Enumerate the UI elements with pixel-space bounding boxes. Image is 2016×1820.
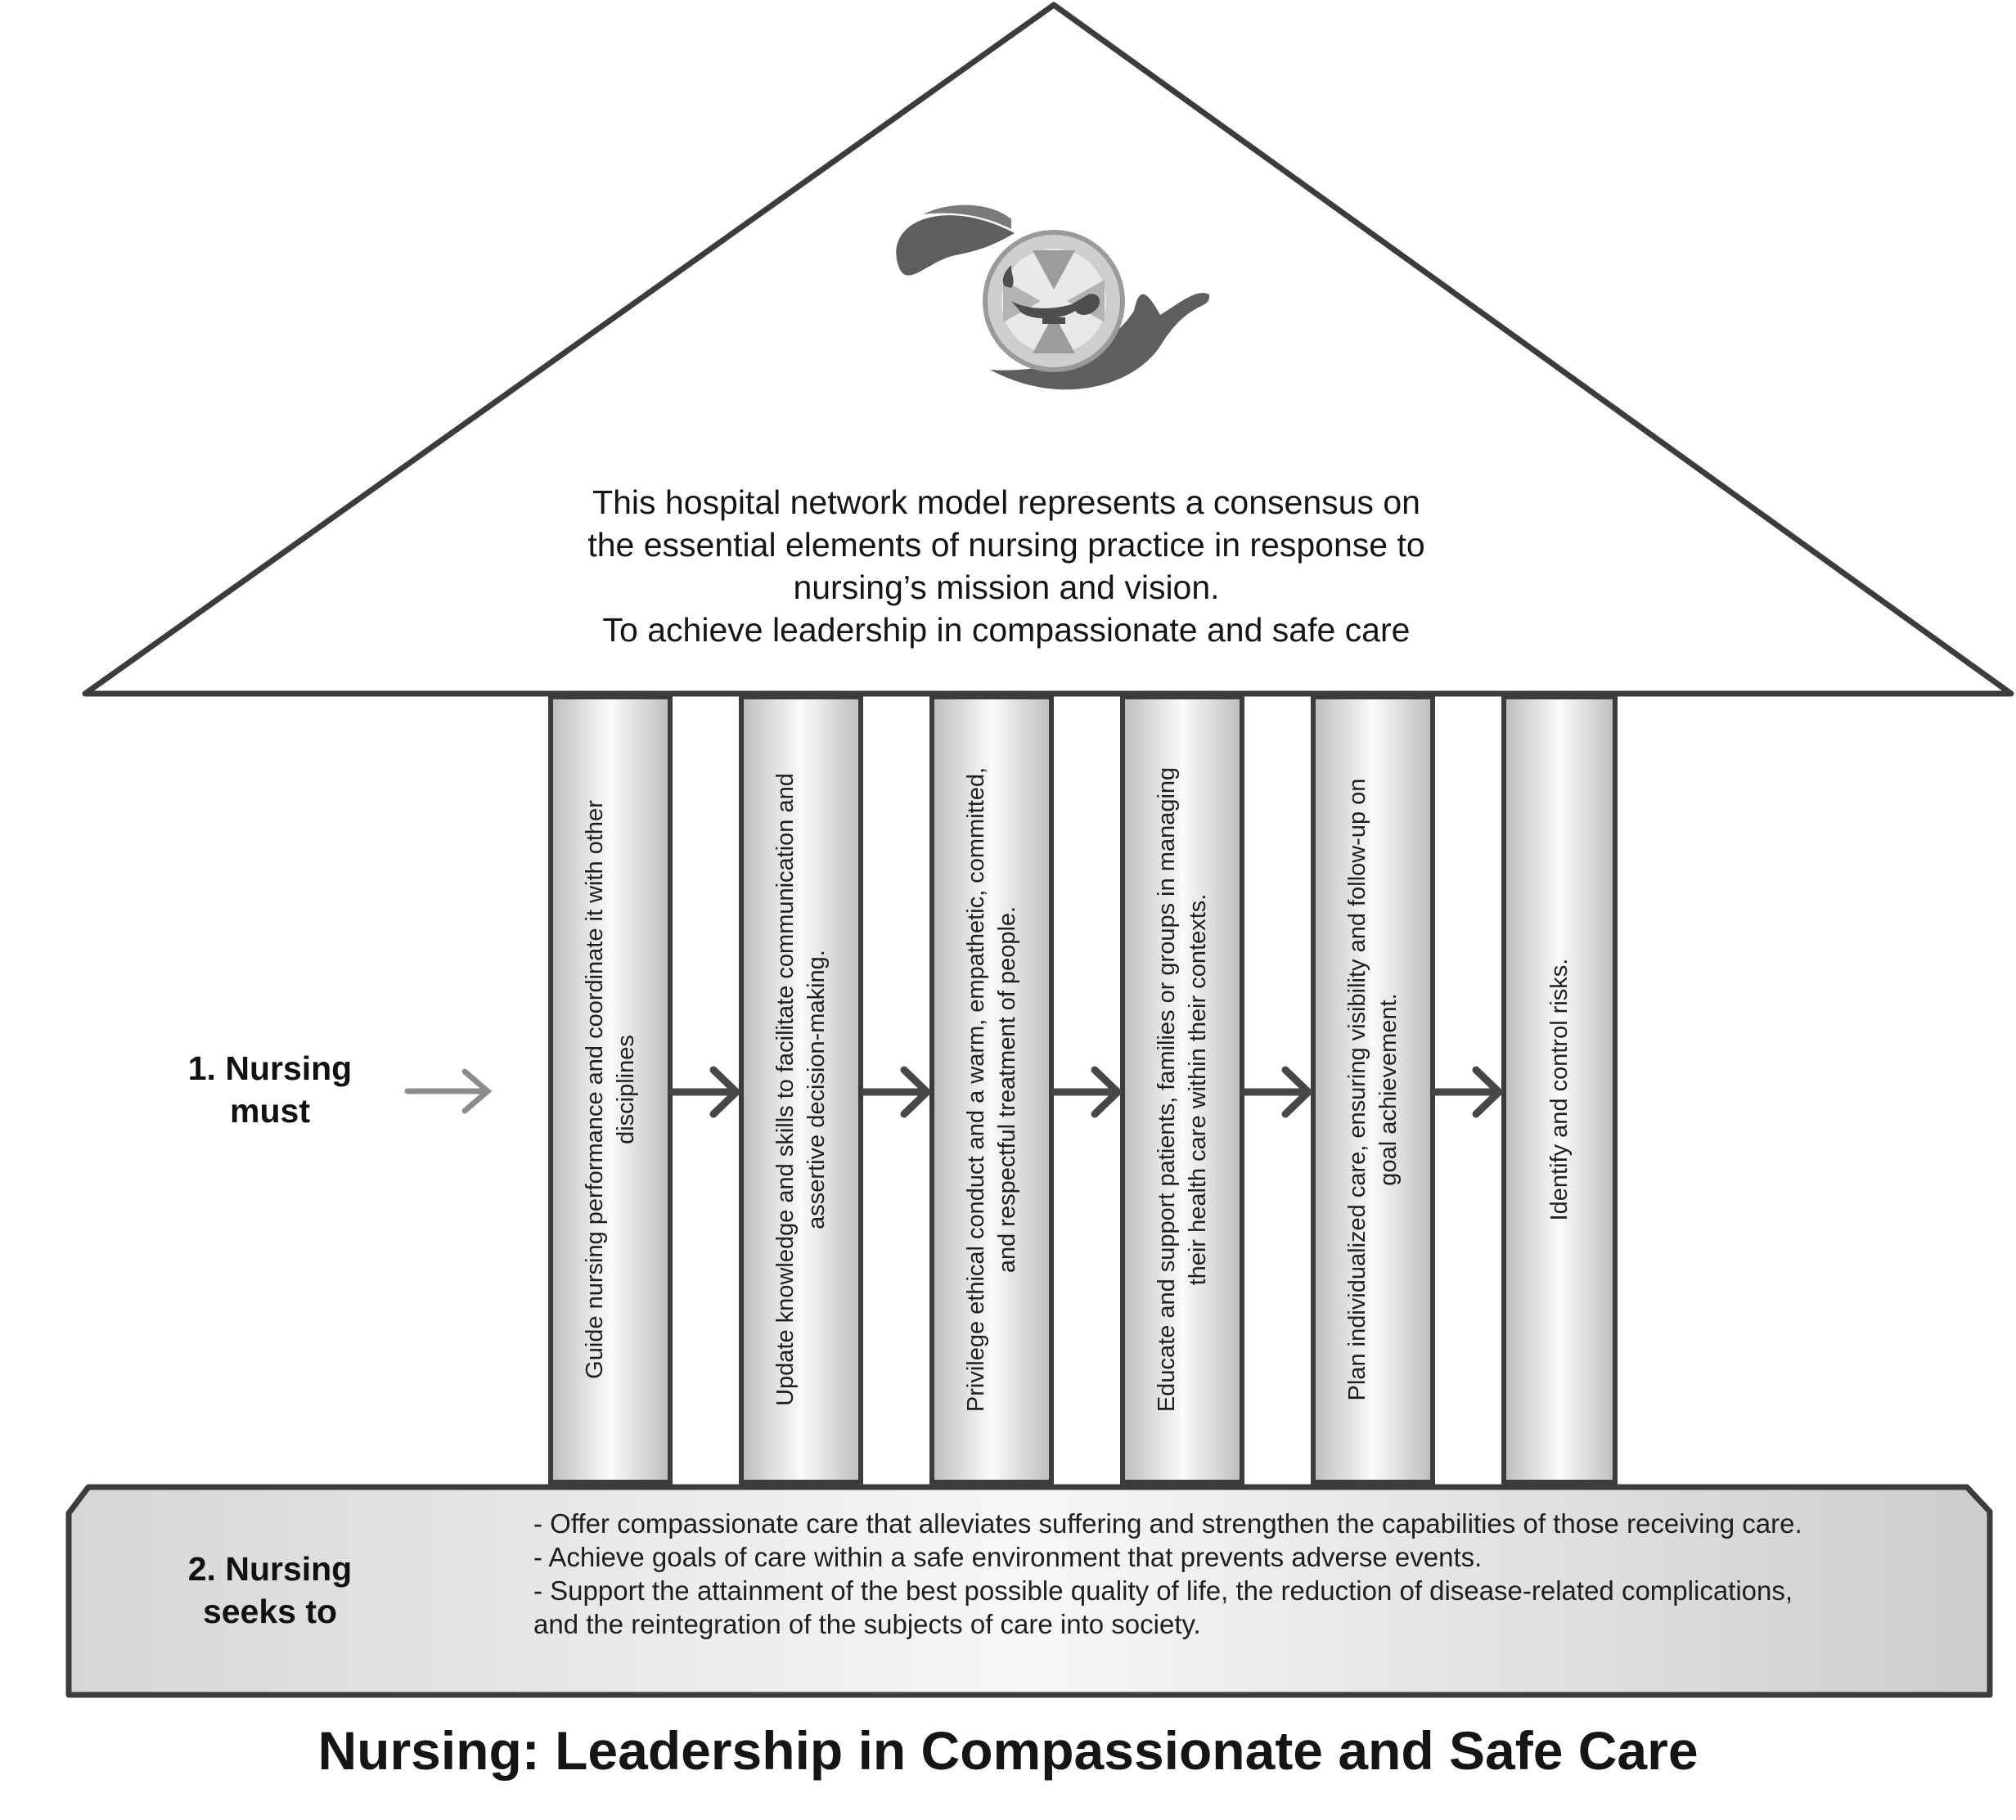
pillar-line: Update knowledge and skills to facilitat… — [772, 773, 799, 1406]
pillar-6-text: Identify and control risks. — [1498, 717, 1621, 1462]
pillar-line: and respectful treatment of people. — [994, 906, 1020, 1274]
roof-line: the essential elements of nursing practi… — [587, 526, 1425, 564]
diagram-title: Nursing: Leadership in Compassionate and… — [317, 1720, 1699, 1781]
pillar-line: assertive decision-making. — [803, 950, 830, 1229]
arrow-right-icon — [1050, 1066, 1123, 1118]
list-item: - Offer compassionate care that alleviat… — [533, 1508, 1802, 1539]
nursing-must-label: 1. Nursing must — [123, 1047, 417, 1132]
pillar-line: Plan individualized care, ensuring visib… — [1344, 778, 1370, 1401]
label-line: 1. Nursing — [187, 1049, 353, 1087]
pillar-4-text: Educate and support patients, families o… — [1121, 717, 1244, 1462]
list-item: - Support the attainment of the best pos… — [533, 1575, 1793, 1639]
label-line: must — [230, 1092, 310, 1130]
pillar-5-text: Plan individualized care, ensuring visib… — [1312, 717, 1434, 1462]
pillar-3-shape — [929, 694, 1054, 1485]
pillar-5-shape — [1311, 694, 1435, 1485]
pillar-2-text: Update knowledge and skills to facilitat… — [740, 717, 862, 1462]
pillar-line: goal achievement. — [1375, 993, 1402, 1186]
label-line: seeks to — [202, 1593, 338, 1630]
arrow-right-icon — [1431, 1066, 1505, 1118]
oil-lamp-flame — [1002, 265, 1014, 288]
upper-hand-fingers — [923, 204, 1011, 229]
roof-line: This hospital network model represents a… — [592, 483, 1420, 521]
roof-line: nursing’s mission and vision. — [793, 568, 1220, 606]
oil-lamp-body — [1011, 294, 1100, 319]
pillar-line: disciplines — [613, 1035, 639, 1144]
nursing-seeks-label: 2. Nursing seeks to — [123, 1548, 417, 1633]
roof-line: To achieve leadership in compassionate a… — [602, 611, 1411, 649]
label-line: 2. Nursing — [187, 1550, 353, 1588]
oil-lamp-base — [1042, 317, 1065, 324]
lower-hand-swirl — [990, 293, 1210, 390]
pillar-1-shape — [548, 694, 673, 1485]
emblem-cross-arm-bottom — [1033, 314, 1075, 353]
pillar-line: Identify and control risks. — [1546, 958, 1573, 1221]
pillar-4-shape — [1120, 694, 1244, 1485]
arrow-right-icon — [1240, 1066, 1314, 1118]
emblem-cross-arm-top — [1033, 250, 1075, 290]
arrow-right-icon — [404, 1068, 493, 1114]
pillar-6-shape — [1501, 694, 1618, 1485]
list-item: - Achieve goals of care within a safe en… — [533, 1542, 1483, 1572]
roof-statement: This hospital network model represents a… — [442, 481, 1571, 651]
pillar-line: Guide nursing performance and coordinate… — [582, 800, 608, 1379]
nursing-lamp-hands-logo-icon — [896, 204, 1210, 390]
pillar-line: their health care within their contexts. — [1185, 893, 1211, 1286]
pillar-3-text: Privilege ethical conduct and a warm, em… — [930, 717, 1053, 1462]
upper-hand-swirl — [896, 215, 1015, 276]
emblem-cross-arm-left — [1003, 280, 1041, 322]
pillar-1-text: Guide nursing performance and coordinate… — [549, 717, 672, 1462]
arrow-right-icon — [668, 1066, 742, 1118]
pillar-line: Privilege ethical conduct and a warm, em… — [963, 766, 989, 1413]
nursing-goals-list: - Offer compassionate care that alleviat… — [533, 1507, 1810, 1641]
arrow-right-icon — [859, 1066, 933, 1118]
emblem-inner — [1001, 249, 1106, 353]
base-platform — [65, 1484, 1993, 1698]
pillar-line: Educate and support patients, families o… — [1154, 766, 1180, 1413]
